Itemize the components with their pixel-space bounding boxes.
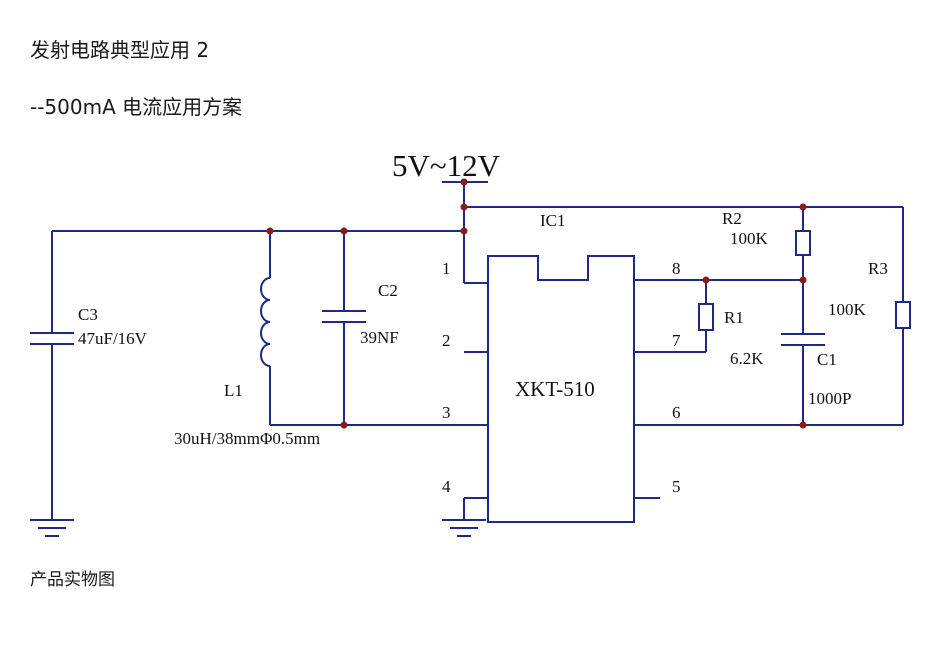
c3-ref-label: C3 — [78, 305, 98, 324]
ground-symbol-left — [30, 519, 74, 537]
junction-dot — [702, 276, 710, 284]
ic1-ref-label: IC1 — [540, 211, 566, 230]
r2-ref-label: R2 — [722, 209, 742, 228]
r3-ref-label: R3 — [868, 259, 888, 278]
ground-symbol-ic — [442, 519, 486, 537]
l1-inductor-coil — [260, 277, 271, 367]
junction-dot — [799, 421, 807, 429]
pin-number-1: 1 — [442, 259, 451, 278]
c2-ref-label: C2 — [378, 281, 398, 300]
l1-value-label: 30uH/38mmΦ0.5mm — [174, 429, 320, 448]
pin-number-5: 5 — [672, 477, 681, 496]
c1-ref-label: C1 — [817, 350, 837, 369]
pin-number-4: 4 — [442, 477, 451, 496]
junction-dot — [266, 227, 274, 235]
junction-dot — [460, 227, 468, 235]
r1-ref-label: R1 — [724, 308, 744, 327]
junction-dot — [340, 421, 348, 429]
c3-value-label: 47uF/16V — [78, 329, 148, 348]
junction-dot — [799, 203, 807, 211]
junction-dot — [460, 178, 468, 186]
junction-dot — [460, 203, 468, 211]
r3-resistor-body — [895, 301, 911, 329]
ic1-part-label: XKT-510 — [515, 377, 595, 401]
r1-value-label: 6.2K — [730, 349, 764, 368]
junction-dot — [799, 276, 807, 284]
supply-voltage-label: 5V~12V — [392, 148, 501, 183]
ic1-body — [487, 255, 635, 523]
page-subtitle: --500mA 电流应用方案 — [30, 95, 243, 119]
junction-dot — [340, 227, 348, 235]
c1-value-label: 1000P — [808, 389, 851, 408]
c2-value-label: 39NF — [360, 328, 399, 347]
r3-value-label: 100K — [828, 300, 867, 319]
pin-number-6: 6 — [672, 403, 681, 422]
l1-ref-label: L1 — [224, 381, 243, 400]
product-photo-caption: 产品实物图 — [30, 570, 115, 590]
page-title: 发射电路典型应用 2 — [30, 38, 210, 62]
pin-number-8: 8 — [672, 259, 681, 278]
r2-resistor-body — [795, 230, 811, 256]
pin-number-7: 7 — [672, 331, 681, 350]
r2-value-label: 100K — [730, 229, 769, 248]
pin-number-3: 3 — [442, 403, 451, 422]
pin-number-2: 2 — [442, 331, 451, 350]
r1-resistor-body — [698, 303, 714, 331]
